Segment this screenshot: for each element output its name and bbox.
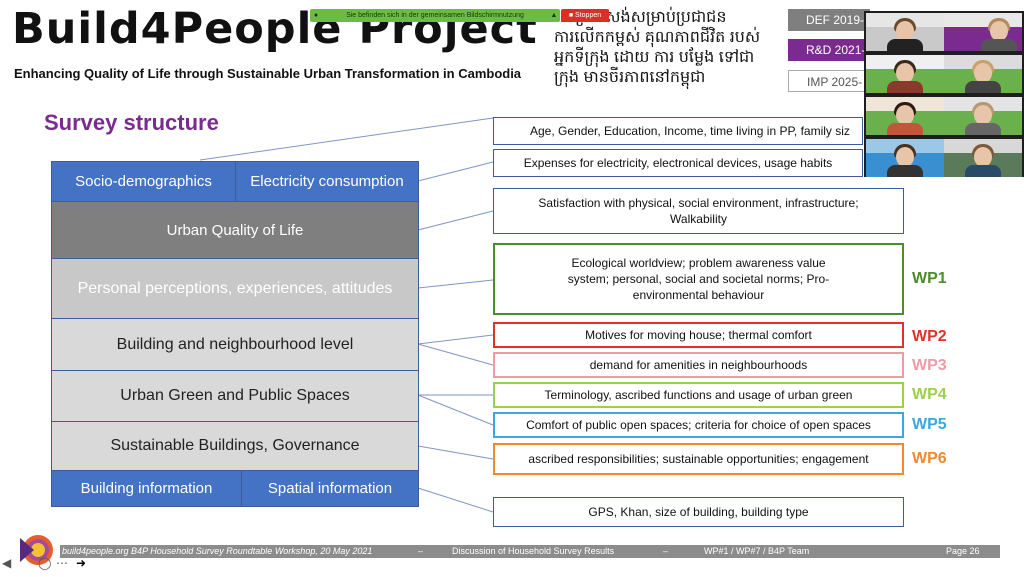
footer-topic: Discussion of Household Survey Results: [452, 546, 615, 556]
footer-separator: –: [663, 546, 669, 556]
participant-video-tile[interactable]: [944, 13, 1022, 51]
block-electricity-consumption: Electricity consumption: [235, 161, 419, 202]
stop-label: Stoppen: [575, 12, 602, 19]
desc-electricity: Expenses for electricity, electronical d…: [493, 149, 863, 177]
participant-video-tile[interactable]: [866, 55, 944, 93]
footer-event: build4people.org B4P Household Survey Ro…: [62, 546, 373, 556]
footer-bar: [60, 545, 1000, 558]
block-spatial-information: Spatial information: [241, 470, 419, 507]
phase-tag-rd: R&D 2021-: [788, 39, 870, 61]
video-participant-grid: [864, 11, 1024, 177]
desc-wp2: Motives for moving house; thermal comfor…: [493, 322, 904, 348]
connector-line: [417, 210, 494, 231]
participant-video-tile[interactable]: [866, 97, 944, 135]
desc-wp4: Terminology, ascribed functions and usag…: [493, 382, 904, 408]
connector-line: [417, 161, 494, 182]
edit-icon[interactable]: ◯: [38, 556, 52, 570]
screen-share-message: Sie befinden sich in der gemeinsamen Bil…: [346, 12, 524, 19]
screen-share-bar: ● Sie befinden sich in der gemeinsamen B…: [310, 9, 560, 22]
more-options-icon[interactable]: ⋯: [56, 556, 68, 570]
connector-line: [199, 117, 494, 161]
shield-icon: ▲: [550, 12, 558, 19]
page-number: Page 26: [946, 546, 980, 556]
khmer-title-line: ការលើកកម្ពស់ គុណភាពជីវិត របស់: [554, 29, 761, 46]
desc-wp1: Ecological worldview; problem awareness …: [493, 243, 904, 315]
block-urban-quality-of-life: Urban Quality of Life: [51, 201, 419, 259]
khmer-title-line: ក្រុង មានចីរភាពនៅកម្ពុជា: [554, 69, 706, 86]
block-sustainable-buildings: Sustainable Buildings, Governance: [51, 421, 419, 471]
block-building-neighbourhood: Building and neighbourhood level: [51, 318, 419, 371]
block-socio-demographics: Socio-demographics: [51, 161, 236, 202]
wp2-label: WP2: [912, 328, 947, 345]
desc-wp5: Comfort of public open spaces; criteria …: [493, 412, 904, 438]
participant-video-tile[interactable]: [866, 139, 944, 177]
connector-line: [417, 487, 494, 513]
footer-separator: –: [418, 546, 424, 556]
wp5-label: WP5: [912, 416, 947, 433]
footer-team: WP#1 / WP#7 / B4P Team: [704, 546, 810, 556]
desc-spatial: GPS, Khan, size of building, building ty…: [493, 497, 904, 527]
connector-line: [417, 279, 494, 289]
participant-video-tile[interactable]: [866, 13, 944, 51]
section-title: Survey structure: [44, 110, 219, 135]
connector-line: [417, 394, 494, 426]
block-building-information: Building information: [51, 470, 242, 507]
wp3-label: WP3: [912, 357, 947, 374]
stop-sharing-button[interactable]: ■ Stoppen: [561, 9, 609, 22]
block-personal-perceptions: Personal perceptions, experiences, attit…: [51, 258, 419, 319]
next-slide-icon[interactable]: ➜: [76, 556, 87, 570]
wp4-label: WP4: [912, 386, 947, 403]
b4p-logo: [16, 532, 56, 572]
connector-line: [417, 445, 494, 460]
participant-video-tile[interactable]: [944, 55, 1022, 93]
participant-video-tile[interactable]: [944, 97, 1022, 135]
block-urban-green: Urban Green and Public Spaces: [51, 370, 419, 422]
connector-line: [417, 334, 494, 345]
desc-urban-quality: Satisfaction with physical, social envir…: [493, 188, 904, 234]
stop-icon: ■: [568, 12, 576, 19]
share-icon: ●: [313, 12, 319, 19]
khmer-title-line: អ្នកទីក្រុង ដោយ ការ បម្លែង ទៅជា: [554, 49, 755, 66]
previous-slide-icon[interactable]: ◀: [2, 556, 12, 570]
desc-socio-demographics: Age, Gender, Education, Income, time liv…: [493, 117, 863, 145]
phase-tag-def: DEF 2019-: [788, 9, 870, 31]
wp1-label: WP1: [912, 270, 947, 287]
desc-wp3: demand for amenities in neighbourhoods: [493, 352, 904, 378]
participant-video-tile[interactable]: [944, 139, 1022, 177]
connector-line: [417, 343, 494, 366]
wp6-label: WP6: [912, 450, 947, 467]
desc-wp6: ascribed responsibilities; sustainable o…: [493, 443, 904, 475]
project-subtitle: Enhancing Quality of Life through Sustai…: [14, 66, 522, 81]
